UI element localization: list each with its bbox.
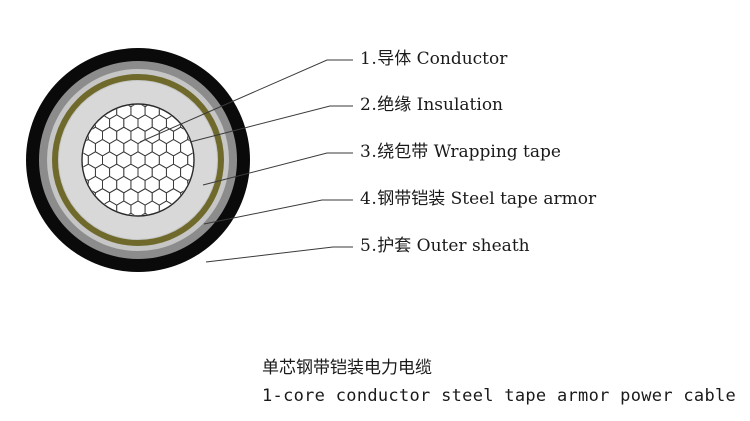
leader-wrapping-tape	[202, 152, 353, 186]
label-number: 2.	[360, 95, 378, 115]
label-en: Insulation	[416, 95, 504, 115]
label-number: 1.	[360, 49, 378, 69]
leader-outer-sheath	[205, 246, 353, 263]
label-cn: 钢带铠装	[377, 189, 446, 209]
label-conductor: 1.导体 Conductor	[360, 49, 507, 69]
caption-chinese: 单芯钢带铠装电力电缆	[262, 358, 432, 378]
cable-rings	[26, 48, 250, 272]
leader-conductor	[139, 59, 353, 143]
label-insulation: 2.绝缘 Insulation	[360, 95, 503, 115]
conductor-core	[81, 103, 195, 217]
caption-english: 1-core conductor steel tape armor power …	[262, 386, 737, 406]
label-cn: 护套	[377, 236, 412, 256]
label-steel-tape-armor: 4.钢带铠装 Steel tape armor	[360, 189, 596, 209]
label-en: Steel tape armor	[450, 189, 597, 209]
label-cn: 导体	[377, 49, 412, 69]
leader-insulation	[189, 105, 353, 143]
leader-steel-armor	[203, 199, 353, 225]
wrapping-tape-band	[52, 74, 224, 246]
strand-cell	[137, 212, 153, 215]
label-number: 3.	[360, 142, 378, 162]
label-cn: 绝缘	[377, 95, 412, 115]
label-outer-sheath: 5.护套 Outer sheath	[360, 236, 530, 256]
leader-lines	[139, 59, 353, 263]
label-cn: 绕包带	[377, 142, 429, 162]
label-number: 4.	[360, 189, 378, 209]
label-en: Outer sheath	[416, 236, 530, 256]
label-en: Conductor	[416, 49, 508, 69]
strand-cell	[123, 212, 139, 215]
label-number: 5.	[360, 236, 378, 256]
label-en: Wrapping tape	[433, 142, 561, 162]
label-wrapping-tape: 3.绕包带 Wrapping tape	[360, 142, 561, 162]
